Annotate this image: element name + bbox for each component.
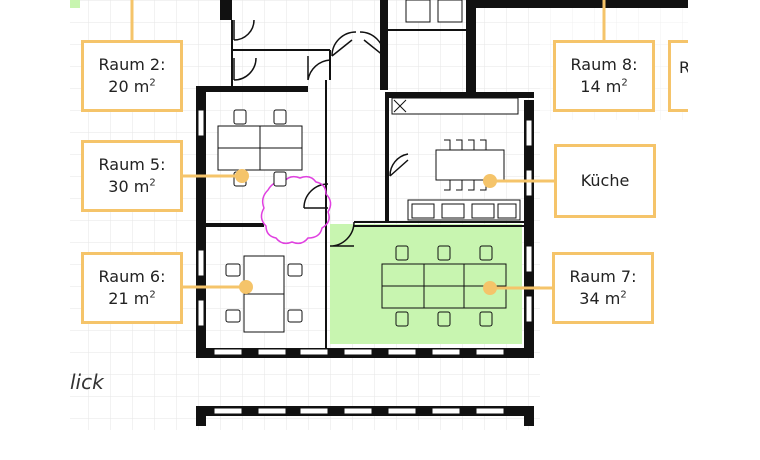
label-raum7-area: 34 m2 — [579, 289, 627, 308]
doors — [233, 19, 409, 247]
label-raum8-area: 14 m2 — [580, 77, 628, 96]
label-raum6-name: Raum 6: — [98, 267, 166, 286]
label-raum8[interactable]: Raum 8: 14 m2 — [553, 40, 655, 112]
label-raum5[interactable]: Raum 5: 30 m2 — [81, 140, 183, 212]
label-raum7-name: Raum 7: — [569, 267, 637, 286]
kitchen-counter — [391, 97, 521, 221]
interior-walls — [206, 20, 524, 348]
marker-kueche — [483, 174, 497, 188]
left-white-margin — [0, 0, 70, 460]
label-raum9-name: R — [679, 57, 688, 79]
label-raum8-name: Raum 8: — [570, 55, 638, 74]
label-raum2[interactable]: Raum 2: 20 m2 — [81, 40, 183, 112]
label-raum7[interactable]: Raum 7: 34 m2 — [552, 252, 654, 324]
door-swing-marker — [260, 175, 332, 245]
marker-raum6 — [239, 280, 253, 294]
label-connectors — [130, 0, 606, 295]
label-raum9-partial[interactable]: R — [668, 40, 688, 112]
label-kueche[interactable]: Küche — [554, 144, 656, 218]
desks-room-7 — [381, 245, 507, 327]
label-raum2-area: 20 m2 — [108, 77, 156, 96]
marker-raum5 — [235, 169, 249, 183]
label-raum5-area: 30 m2 — [108, 177, 156, 196]
desks-room-6 — [225, 255, 303, 333]
left-partial-marker — [70, 0, 80, 8]
label-kueche-name: Küche — [580, 171, 630, 190]
windows — [197, 109, 533, 415]
label-raum2-name: Raum 2: — [98, 55, 166, 74]
label-raum6[interactable]: Raum 6: 21 m2 — [81, 252, 183, 324]
label-raum6-area: 21 m2 — [108, 289, 156, 308]
partial-link-text[interactable]: lick — [70, 370, 104, 394]
right-white-margin — [688, 0, 760, 460]
label-raum5-name: Raum 5: — [98, 155, 166, 174]
marker-raum7 — [483, 281, 497, 295]
toilet-fixtures — [405, 0, 463, 23]
